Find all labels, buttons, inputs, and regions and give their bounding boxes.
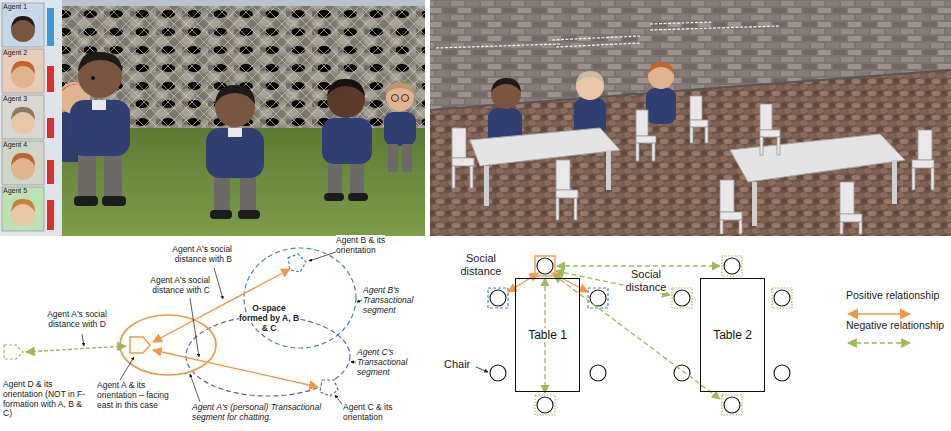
legend-label: Negative relationship xyxy=(846,319,944,331)
annotation: Agent A's social distance with C xyxy=(124,276,210,296)
child-figure xyxy=(206,85,264,219)
label-text: Agent A & its orientation – facing east … xyxy=(97,380,169,410)
social-distance-arrow xyxy=(153,350,318,387)
agent-symbol xyxy=(130,337,150,353)
agent-name: Agent 1 xyxy=(3,3,43,11)
negative-arrow xyxy=(545,266,720,399)
agent-symbol xyxy=(4,345,23,359)
label-text: Agent 1 xyxy=(3,3,27,10)
callout-label: Chair xyxy=(444,358,478,371)
label-text: Agent 2 xyxy=(3,49,27,56)
label-text: Agent B's Transactional segment xyxy=(363,285,413,315)
annotation: Agent A & its orientation – facing east … xyxy=(97,381,185,410)
child-figure xyxy=(574,71,606,136)
annotation: Agent B's Transactional segment xyxy=(363,286,425,315)
child-figure xyxy=(322,79,372,201)
label-text: Agent B & its orientation xyxy=(336,235,385,255)
social-distance-arrow xyxy=(26,346,126,352)
label-text: O-space formed by A, B & C xyxy=(239,303,299,333)
label-text: Agent 3 xyxy=(3,95,27,102)
agent-name: Agent 3 xyxy=(3,95,43,103)
speech-scribble xyxy=(436,22,780,48)
legend-sample xyxy=(848,313,910,315)
label-text: Agent A's social distance with C xyxy=(150,275,210,295)
annotation: Agent B & its orientation xyxy=(336,236,416,256)
leader-line xyxy=(476,367,488,372)
label-text: Social distance xyxy=(461,252,502,277)
agent-marker xyxy=(588,288,608,308)
label-text: Agent 4 xyxy=(3,141,27,148)
agent-marker xyxy=(488,288,508,308)
agent-name: Agent 5 xyxy=(3,187,43,195)
transactional-segment xyxy=(244,248,356,348)
annotation: Agent C & its orientation xyxy=(343,403,423,423)
annotation: Agent A's social distance with B xyxy=(140,245,232,265)
label-text: Agent 5 xyxy=(3,187,27,194)
canteen-screenshot xyxy=(430,0,951,236)
agent-symbol xyxy=(320,380,338,396)
positive-arrow xyxy=(552,273,588,292)
legend-text: Positive relationship xyxy=(846,289,939,301)
annotation: Agent C's Transactional segment xyxy=(357,348,423,377)
agent-symbol xyxy=(288,254,306,272)
child-figure xyxy=(646,62,676,124)
divider xyxy=(425,0,430,236)
distance-label: Social distance xyxy=(616,268,676,293)
label-text: Agent A's social distance with D xyxy=(47,309,107,329)
distance-label: Social distance xyxy=(452,252,510,277)
agent-name: Agent 4 xyxy=(3,141,43,149)
label-text: Chair xyxy=(444,358,470,370)
label-text: Agent C's Transactional segment xyxy=(357,347,407,377)
child-figure xyxy=(70,52,130,206)
annotation: Agent A's (personal) Transactional segme… xyxy=(192,403,324,423)
annotation: O-space formed by A, B & C xyxy=(238,304,300,333)
legend-label: Positive relationship xyxy=(846,289,939,301)
canteen-table xyxy=(470,128,620,206)
canteen-chair xyxy=(452,96,934,234)
canteen-table xyxy=(730,134,905,226)
label-text: Agent A's social distance with B xyxy=(172,244,232,264)
positive-arrow xyxy=(508,273,538,292)
label-text: Social distance xyxy=(626,268,667,293)
table-name: Table 1 xyxy=(526,328,569,342)
chair-circle xyxy=(490,258,790,413)
table-box: Table 2 xyxy=(700,278,765,392)
agent-name: Agent 2 xyxy=(3,49,43,57)
label-text: Agent C & its orientation xyxy=(343,402,393,422)
table-name: Table 2 xyxy=(711,328,754,342)
playground-screenshot xyxy=(0,0,425,236)
transactional-segment xyxy=(120,315,216,375)
legend-sample xyxy=(848,342,910,343)
annotation: Agent A's social distance with D xyxy=(36,310,118,330)
child-figure xyxy=(384,82,416,172)
table-seating-diagram xyxy=(476,256,910,415)
label-text: Agent A's (personal) Transactional segme… xyxy=(192,402,321,422)
label-text: Agent D & its orientation (NOT in F-form… xyxy=(3,379,85,418)
f-formation-diagram xyxy=(4,248,362,404)
table-box: Table 1 xyxy=(515,278,580,392)
agent-sidebar xyxy=(0,0,62,236)
legend-text: Negative relationship xyxy=(846,319,944,331)
annotation: Agent D & its orientation (NOT in F-form… xyxy=(3,380,93,419)
